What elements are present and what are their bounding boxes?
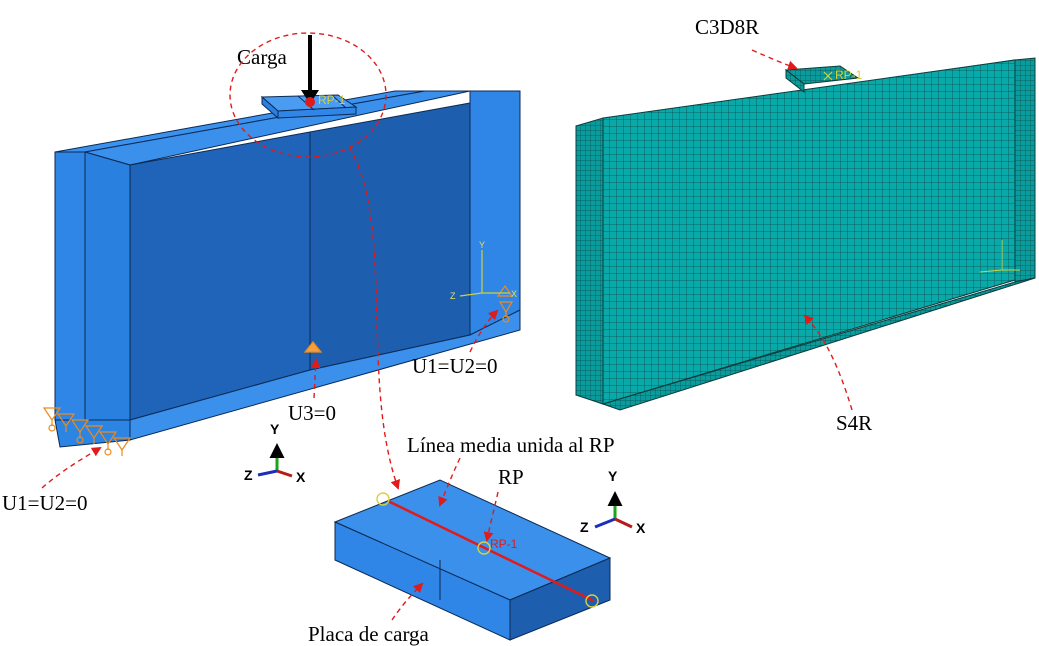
bc-symbol-middle: [303, 341, 323, 353]
small-axis-triad: Y Z X: [450, 240, 517, 301]
u1u2-left-label: U1=U2=0: [2, 491, 88, 515]
zoom-callout-arrow: [349, 147, 401, 490]
loading-plate: [333, 479, 612, 641]
placa-label: Placa de carga: [308, 622, 430, 646]
u3-label: U3=0: [288, 401, 336, 425]
svg-text:Y: Y: [479, 240, 485, 250]
callout-ellipse: [229, 32, 387, 158]
svg-text:Z: Z: [244, 467, 253, 483]
carga-label: Carga: [237, 45, 287, 69]
rp1-label-left: RP-1: [318, 93, 346, 107]
axis-triad-left: Y Z X: [244, 421, 306, 485]
svg-text:Y: Y: [270, 421, 280, 437]
svg-text:Y: Y: [608, 468, 618, 484]
bc-symbols-left: [42, 407, 132, 456]
bc-symbols-right: [496, 284, 514, 323]
mesh-model: [575, 57, 1036, 411]
u1u2-right-label: U1=U2=0: [412, 354, 498, 378]
svg-text:Z: Z: [450, 291, 456, 301]
mesh-axis-triad: [979, 240, 1020, 273]
rp-label: RP: [498, 465, 524, 489]
svg-text:X: X: [296, 469, 306, 485]
axis-triad-right: Y Z X: [580, 468, 646, 536]
rp1-label-plate: RP-1: [490, 537, 518, 551]
svg-text:X: X: [636, 520, 646, 536]
reference-point-marker: [305, 97, 315, 107]
svg-text:X: X: [511, 289, 517, 299]
s4r-label: S4R: [836, 411, 872, 435]
rp1-label-mesh: RP-1: [835, 68, 863, 82]
svg-text:Z: Z: [580, 519, 589, 535]
beam-model-geometry: [54, 90, 521, 448]
c3d8r-label: C3D8R: [695, 15, 759, 39]
linea-media-label: Línea media unida al RP: [407, 433, 615, 457]
